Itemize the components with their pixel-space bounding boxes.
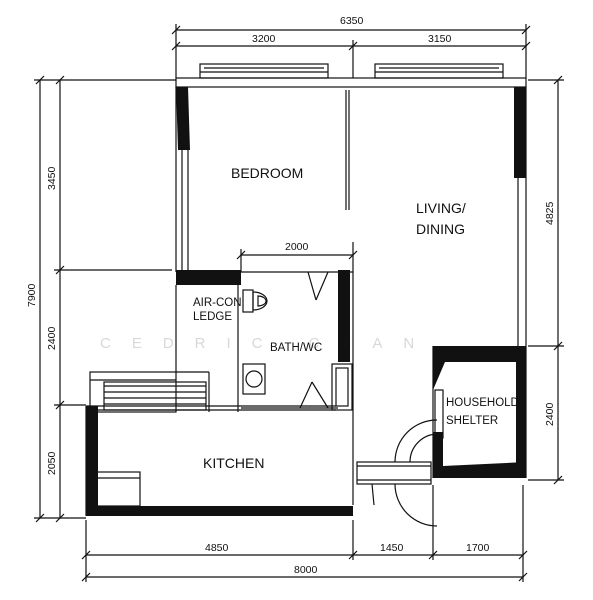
dim-top-right: 3150: [428, 33, 452, 45]
dim-left-lower: 2050: [46, 451, 58, 475]
dim-left-middle: 2400: [46, 326, 58, 350]
dim-bath-width: 2000: [285, 241, 309, 253]
aircon-ledge-label-line2: LEDGE: [193, 311, 232, 323]
fixtures: [242, 271, 444, 527]
dim-bottom-right: 1700: [466, 542, 490, 554]
dim-bottom-left: 4850: [205, 542, 229, 554]
living-label-line2: DINING: [416, 221, 465, 237]
dim-top-total: 6350: [340, 15, 364, 27]
living-label-line1: LIVING/: [416, 200, 466, 216]
solid-walls: [86, 87, 526, 516]
dim-left-total: 7900: [26, 283, 38, 307]
aircon-ledge-label-line1: AIR-CON: [193, 297, 242, 309]
dim-left-upper: 3450: [46, 166, 58, 190]
kitchen-label: KITCHEN: [203, 455, 264, 471]
dim-top-left: 3200: [252, 33, 276, 45]
dimension-lines: [34, 24, 564, 582]
shelter-label-line2: SHELTER: [446, 415, 498, 427]
dim-right-lower: 2400: [544, 402, 556, 426]
dim-bottom-middle: 1450: [380, 542, 404, 554]
dim-bottom-total: 8000: [294, 564, 318, 576]
bath-label: BATH/WC: [270, 342, 322, 354]
watermark-text: CEDRIC CHAN: [100, 335, 435, 352]
bedroom-label: BEDROOM: [231, 165, 303, 181]
shelter-label-line1: HOUSEHOLD: [446, 397, 519, 409]
dim-right-upper: 4825: [544, 201, 556, 225]
walls: [85, 63, 527, 516]
